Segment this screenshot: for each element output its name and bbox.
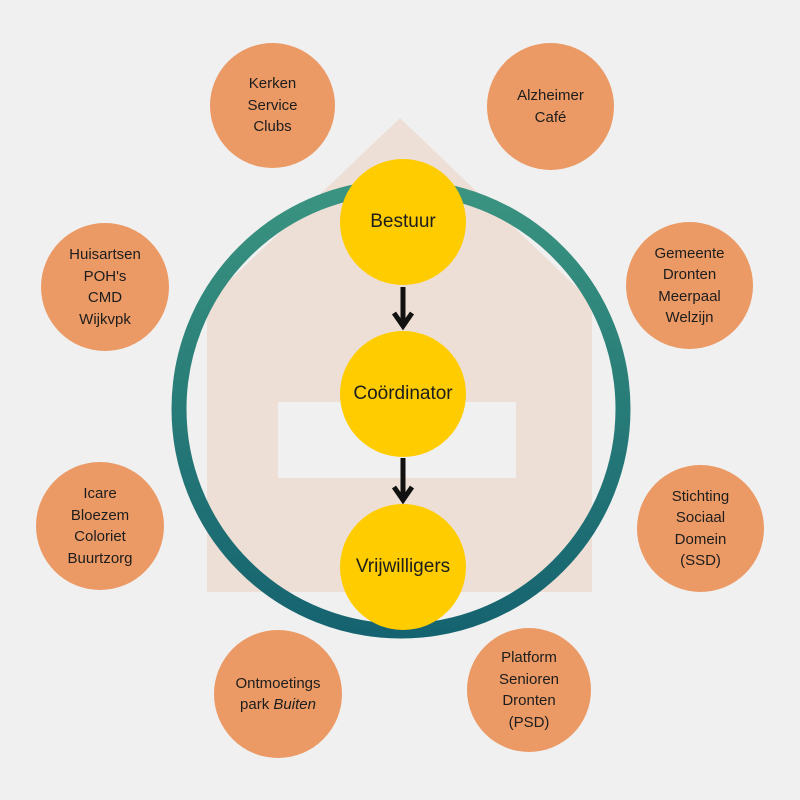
partner-line: Huisartsen	[69, 246, 141, 263]
volunteers-node: Vrijwilligers	[340, 504, 466, 630]
coordinator-node: Coördinator	[340, 331, 466, 457]
partner-line: Sociaal	[675, 509, 726, 526]
partner-line-emphasis: Buiten	[273, 696, 316, 713]
partner-alzheimer: Alzheimer Café	[487, 43, 614, 170]
partner-line: Bloezem	[70, 506, 130, 524]
partner-municipality: Gemeente Dronten Meerpaal Welzijn	[626, 222, 753, 349]
partner-line: Buurtzorg	[67, 549, 133, 567]
partner-line: Kerken	[248, 75, 297, 93]
partner-line: Platform	[501, 649, 557, 666]
partner-line: Coloriet	[74, 528, 126, 545]
partner-line: Wijkvpk	[79, 310, 131, 328]
arrow-board-to-coordinator	[391, 287, 415, 331]
board-node: Bestuur	[340, 159, 466, 285]
partner-psd: Platform Senioren Dronten (PSD)	[467, 628, 591, 752]
partner-line: Dronten	[502, 692, 556, 709]
partner-line: Gemeente	[654, 244, 725, 262]
partner-line: CMD	[87, 289, 123, 306]
partner-line: park Buiten	[240, 694, 316, 716]
partner-care: Icare Bloezem Coloriet Buurtzorg	[36, 462, 164, 590]
partner-line: Welzijn	[665, 309, 714, 326]
arrow-coordinator-to-volunteers	[391, 458, 415, 505]
partner-line: Icare	[83, 485, 117, 502]
partner-gp: Huisartsen POH's CMD Wijkvpk	[41, 223, 169, 351]
partner-line: Clubs	[253, 118, 292, 136]
partner-ssd: Stichting Sociaal Domein (SSD)	[637, 465, 764, 592]
partner-line: Meerpaal	[658, 287, 721, 305]
board-label: Bestuur	[370, 211, 436, 232]
partner-line: Café	[534, 108, 567, 126]
partner-line: Domein	[674, 530, 727, 548]
partner-line: (SSD)	[680, 552, 721, 569]
partner-line: Dronten	[662, 266, 717, 283]
partner-line-prefix: park	[240, 696, 274, 713]
partner-line: Alzheimer	[517, 87, 584, 104]
partner-line: Senioren	[498, 670, 560, 688]
partner-line: (PSD)	[508, 713, 550, 731]
volunteers-label: Vrijwilligers	[355, 556, 451, 577]
partner-meeting-park: Ontmoetings park Buiten	[214, 630, 342, 758]
partner-line: Service	[247, 96, 298, 114]
partner-churches: Kerken Service Clubs	[210, 43, 335, 168]
partner-line: POH's	[83, 267, 127, 285]
partner-line: Ontmoetings	[235, 674, 321, 692]
coordinator-label: Coördinator	[353, 383, 453, 404]
partner-line: Stichting	[671, 487, 730, 505]
